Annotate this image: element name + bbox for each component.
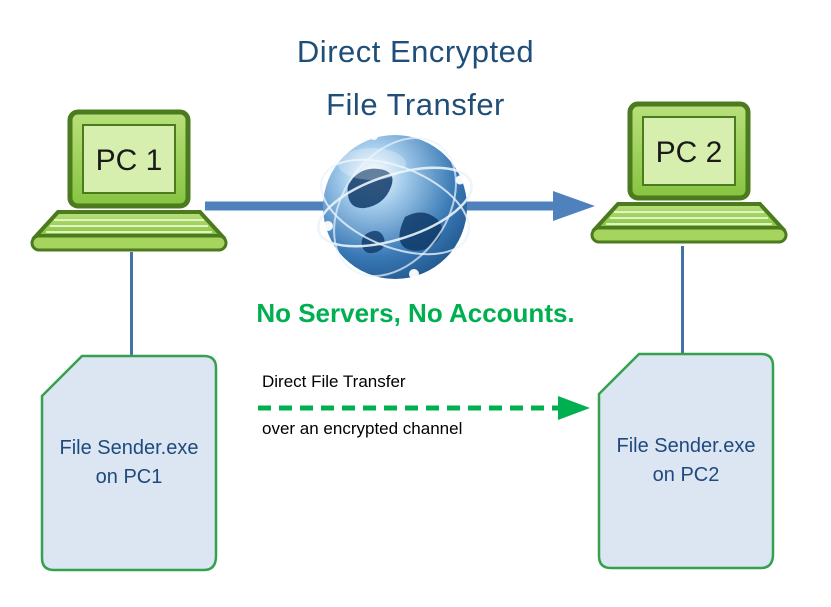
pc2-file-sender-card: File Sender.exe on PC2 <box>597 352 775 570</box>
encrypted-transfer-arrow-icon <box>258 396 590 420</box>
pc1-connector-line <box>130 252 133 356</box>
pc1-laptop-icon: PC 1 <box>30 109 228 252</box>
transfer-label-bottom: over an encrypted channel <box>262 419 463 438</box>
pc1-card-line-1: File Sender.exe <box>59 437 199 459</box>
pc2-connector-line <box>681 246 684 356</box>
pc1-card-text: File Sender.exe on PC1 <box>40 434 218 492</box>
pc2-card-text: File Sender.exe on PC2 <box>597 432 775 490</box>
diagram-title: Direct Encrypted File Transfer <box>0 26 831 131</box>
pc2-card-line-1: File Sender.exe <box>616 435 756 457</box>
globe-icon <box>317 132 473 279</box>
title-line-1: Direct Encrypted <box>296 34 535 69</box>
pc2-label: PC 2 <box>656 136 723 169</box>
pc1-card-shape <box>40 354 218 572</box>
transfer-label-top: Direct File Transfer <box>262 372 406 391</box>
pc2-card-shape <box>597 352 775 570</box>
title-line-2: File Transfer <box>326 86 505 122</box>
pc2-card-line-2: on PC2 <box>652 464 720 486</box>
pc2-laptop-icon: PC 2 <box>590 101 788 244</box>
pc1-label: PC 1 <box>96 144 163 177</box>
pc1-card-line-2: on PC1 <box>95 466 163 488</box>
tagline: No Servers, No Accounts. <box>256 298 575 328</box>
pc1-file-sender-card: File Sender.exe on PC1 <box>40 354 218 572</box>
